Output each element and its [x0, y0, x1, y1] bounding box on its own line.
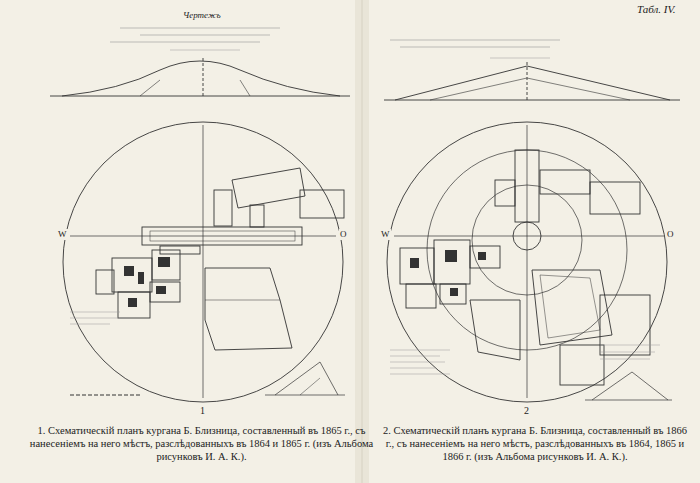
- drawing-heading: Чертежъ: [182, 10, 222, 21]
- figure-caption: 1. Схематическій планъ кургана Б. Близни…: [28, 424, 375, 463]
- figure-number: 2: [523, 405, 530, 418]
- left-tombs-filled: [124, 257, 170, 307]
- figure-number: 1: [199, 405, 206, 418]
- book-gutter: [355, 0, 369, 483]
- left-plan: [50, 28, 350, 402]
- left-small-sections: [70, 312, 345, 395]
- right-tombs-filled: [410, 250, 486, 296]
- plate-number: Табл. IV.: [636, 3, 677, 17]
- figure-caption: 2. Схематическій планъ кургана Б. Близни…: [378, 424, 692, 463]
- compass-letter: W: [380, 229, 391, 240]
- right-small-sections: [390, 345, 672, 400]
- right-plan: [384, 40, 680, 402]
- compass-letter: W: [57, 229, 68, 240]
- compass-letter: O: [339, 229, 348, 240]
- compass-letter: O: [666, 229, 675, 240]
- book-fold: [362, 0, 363, 483]
